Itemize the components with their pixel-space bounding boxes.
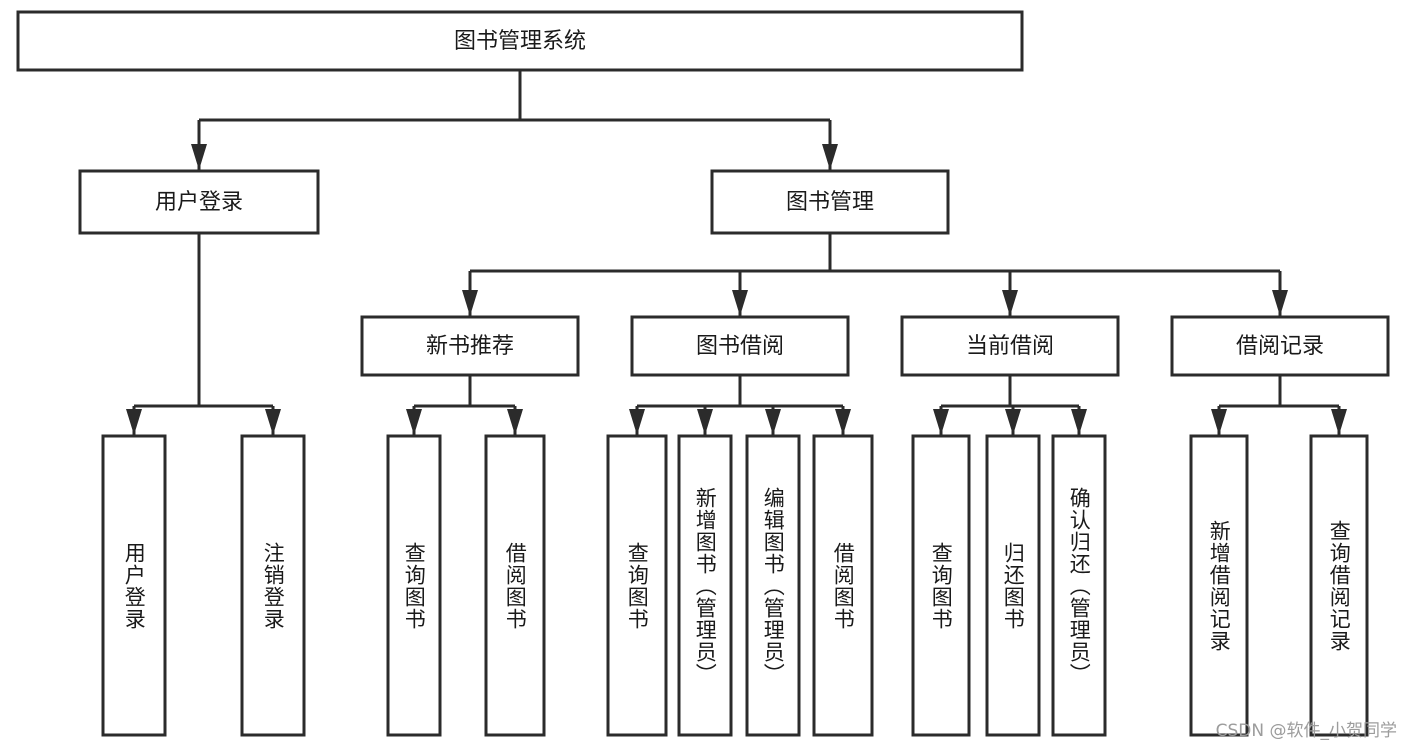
node-leaf-edit-book[interactable] [745, 434, 801, 737]
node-current-borrow-label: 当前借阅 [966, 334, 1054, 359]
node-leaf-return-book[interactable] [985, 434, 1041, 737]
arrow-head-icon [462, 290, 478, 316]
edge-layer [126, 70, 1347, 435]
node-leaf-query-record[interactable] [1309, 434, 1369, 737]
arrow-head-icon [1211, 409, 1227, 435]
node-leaf-query-book-3[interactable] [911, 434, 971, 737]
arrow-head-icon [1071, 409, 1087, 435]
node-user-login-label: 用户登录 [155, 190, 243, 215]
arrow-head-icon [1002, 290, 1018, 316]
arrow-head-icon [406, 409, 422, 435]
node-root-label: 图书管理系统 [454, 29, 586, 54]
node-book-manage-label: 图书管理 [786, 190, 874, 215]
arrow-head-icon [629, 409, 645, 435]
node-leaf-logout[interactable] [240, 434, 306, 737]
node-leaf-add-book[interactable] [677, 434, 733, 737]
arrow-head-icon [697, 409, 713, 435]
arrow-head-icon [191, 144, 207, 170]
node-book-manage[interactable] [710, 169, 950, 235]
node-layer [16, 10, 1390, 737]
watermark-text: CSDN @软件_小贺同学 [1215, 721, 1397, 741]
node-current-borrow[interactable] [900, 315, 1120, 377]
arrow-head-icon [507, 409, 523, 435]
arrow-head-icon [933, 409, 949, 435]
node-root[interactable] [16, 10, 1024, 72]
arrow-head-icon [835, 409, 851, 435]
arrow-head-icon [126, 409, 142, 435]
node-leaf-query-book-1[interactable] [386, 434, 442, 737]
node-leaf-user-login[interactable] [101, 434, 167, 737]
node-user-login[interactable] [78, 169, 320, 235]
node-book-borrow-label: 图书借阅 [696, 334, 784, 359]
arrow-head-icon [732, 290, 748, 316]
arrow-head-icon [1005, 409, 1021, 435]
node-leaf-borrow-book-2[interactable] [812, 434, 874, 737]
node-book-borrow[interactable] [630, 315, 850, 377]
arrow-head-icon [1331, 409, 1347, 435]
node-leaf-add-record[interactable] [1189, 434, 1249, 737]
node-borrow-record-label: 借阅记录 [1236, 334, 1324, 359]
arrow-head-icon [765, 409, 781, 435]
arrow-head-icon [265, 409, 281, 435]
arrow-head-icon [1272, 290, 1288, 316]
arrow-head-icon [822, 144, 838, 170]
node-leaf-query-book-2[interactable] [606, 434, 668, 737]
node-leaf-borrow-book-1[interactable] [484, 434, 546, 737]
node-borrow-record[interactable] [1170, 315, 1390, 377]
node-new-book-rec[interactable] [360, 315, 580, 377]
node-leaf-confirm-return[interactable] [1051, 434, 1107, 737]
node-new-book-rec-label: 新书推荐 [426, 334, 514, 359]
